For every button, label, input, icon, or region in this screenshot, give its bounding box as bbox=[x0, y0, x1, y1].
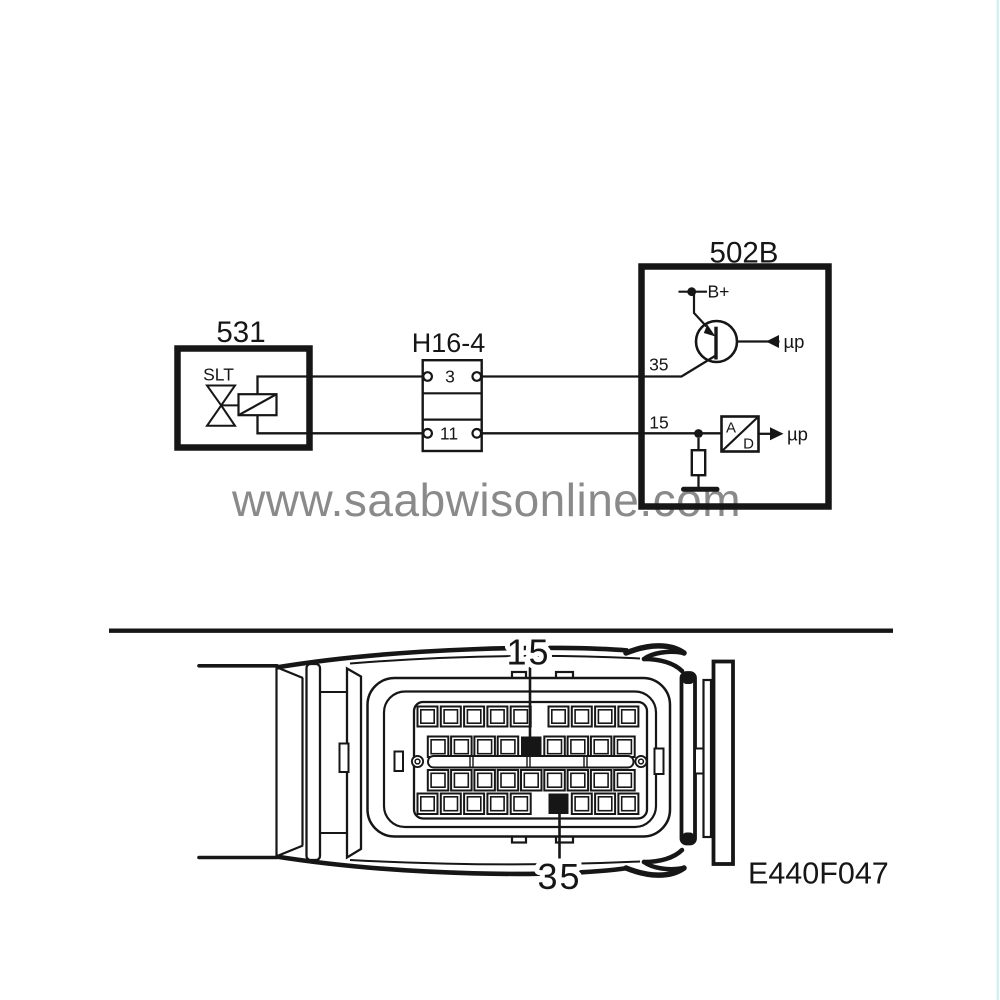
pin-terminal bbox=[546, 738, 563, 755]
label-micro-top: µp bbox=[784, 331, 805, 352]
junction-dot bbox=[694, 429, 703, 438]
pin-contact bbox=[422, 427, 434, 439]
wiring bbox=[256, 375, 644, 435]
resistor-icon bbox=[690, 449, 707, 477]
component-531-solenoid-valve bbox=[174, 345, 313, 451]
pin-terminal bbox=[430, 738, 446, 755]
pin-cavity-highlight bbox=[521, 736, 542, 757]
pin-terminal bbox=[430, 772, 446, 788]
pin-terminal bbox=[500, 772, 516, 788]
pin-terminal bbox=[453, 738, 470, 755]
pin-terminal bbox=[419, 708, 435, 724]
arrowhead-left bbox=[766, 335, 779, 348]
arrowhead bbox=[703, 324, 716, 337]
callout-pin-15: 15 bbox=[506, 632, 550, 673]
pin-terminal bbox=[597, 795, 613, 812]
connector-h16-4 bbox=[421, 359, 483, 453]
latch-hardware bbox=[623, 643, 735, 878]
label-502b: 502B bbox=[710, 237, 779, 270]
figure-reference: E440F047 bbox=[748, 857, 889, 891]
valve-icon bbox=[205, 403, 237, 427]
hull-top-inner bbox=[349, 654, 641, 665]
ecu-502b bbox=[638, 263, 832, 510]
pin-terminal bbox=[523, 772, 539, 788]
valve-icon bbox=[205, 384, 237, 408]
label-ad-a: A bbox=[726, 420, 736, 437]
pin-terminal bbox=[476, 738, 493, 755]
pin-contact bbox=[471, 371, 483, 382]
label-b-plus: B+ bbox=[708, 282, 730, 302]
pin-terminal bbox=[620, 708, 636, 724]
connector-boot bbox=[275, 662, 363, 862]
pin-terminal bbox=[546, 772, 563, 788]
pin-terminal bbox=[616, 772, 633, 788]
pin-terminal bbox=[597, 708, 613, 724]
pin-terminal bbox=[443, 795, 459, 812]
pin-cavity-highlight bbox=[548, 793, 569, 814]
pin-terminal bbox=[593, 738, 609, 755]
pin-terminal bbox=[500, 738, 516, 755]
center-rail bbox=[427, 755, 635, 769]
mounting-bracket bbox=[711, 659, 735, 866]
pin-terminal bbox=[513, 708, 529, 724]
latch-bar bbox=[679, 671, 697, 846]
pin-terminal bbox=[550, 708, 566, 724]
pin-terminal bbox=[466, 795, 482, 812]
label-pin-11: 11 bbox=[440, 424, 458, 444]
pin-terminal bbox=[593, 772, 609, 788]
pin-contact bbox=[471, 427, 483, 439]
connector-view-labels: 15 35 E440F047 bbox=[501, 627, 889, 903]
pin-contact bbox=[422, 371, 434, 382]
schematic-labels: 531 SLT H16-4 3 11 502B B+ 35 15 µp µp A… bbox=[203, 237, 808, 453]
label-slt: SLT bbox=[203, 365, 234, 385]
label-ad-d: D bbox=[743, 436, 754, 453]
pin-terminal bbox=[570, 738, 586, 755]
schematic-circuit bbox=[174, 263, 832, 510]
pin-terminal bbox=[616, 738, 633, 755]
pin-terminal bbox=[453, 772, 470, 788]
pin-terminal bbox=[574, 708, 590, 724]
ecu-box bbox=[638, 263, 832, 510]
arrowhead-right bbox=[770, 427, 784, 441]
pin-terminal bbox=[476, 772, 493, 788]
pin-terminal bbox=[466, 708, 482, 724]
page-edge-tint bbox=[996, 0, 999, 1000]
pin-terminal bbox=[513, 795, 529, 812]
label-h16-4: H16-4 bbox=[412, 328, 486, 358]
hull-bottom bbox=[275, 854, 629, 877]
watermark-text: www.saabwisonline.com bbox=[231, 474, 741, 526]
pin-field bbox=[416, 705, 640, 815]
component-531-box bbox=[174, 345, 313, 451]
hull-top bbox=[275, 645, 629, 670]
hull-bottom-inner bbox=[349, 859, 641, 866]
pin-terminal bbox=[570, 772, 586, 788]
pin-terminal bbox=[489, 708, 505, 724]
callout-pin-35: 35 bbox=[537, 856, 581, 897]
label-pin-35: 35 bbox=[649, 355, 668, 375]
pin-terminal bbox=[419, 795, 435, 812]
pin-terminal bbox=[443, 708, 459, 724]
label-micro-bottom: µp bbox=[787, 424, 808, 445]
label-531: 531 bbox=[216, 316, 265, 349]
pin-terminal bbox=[574, 795, 590, 812]
pin-terminal bbox=[489, 795, 505, 812]
pin-terminal bbox=[620, 795, 636, 812]
label-pin-3: 3 bbox=[445, 367, 455, 387]
connector-pinout-view bbox=[109, 628, 893, 878]
label-pin-15: 15 bbox=[649, 413, 668, 433]
